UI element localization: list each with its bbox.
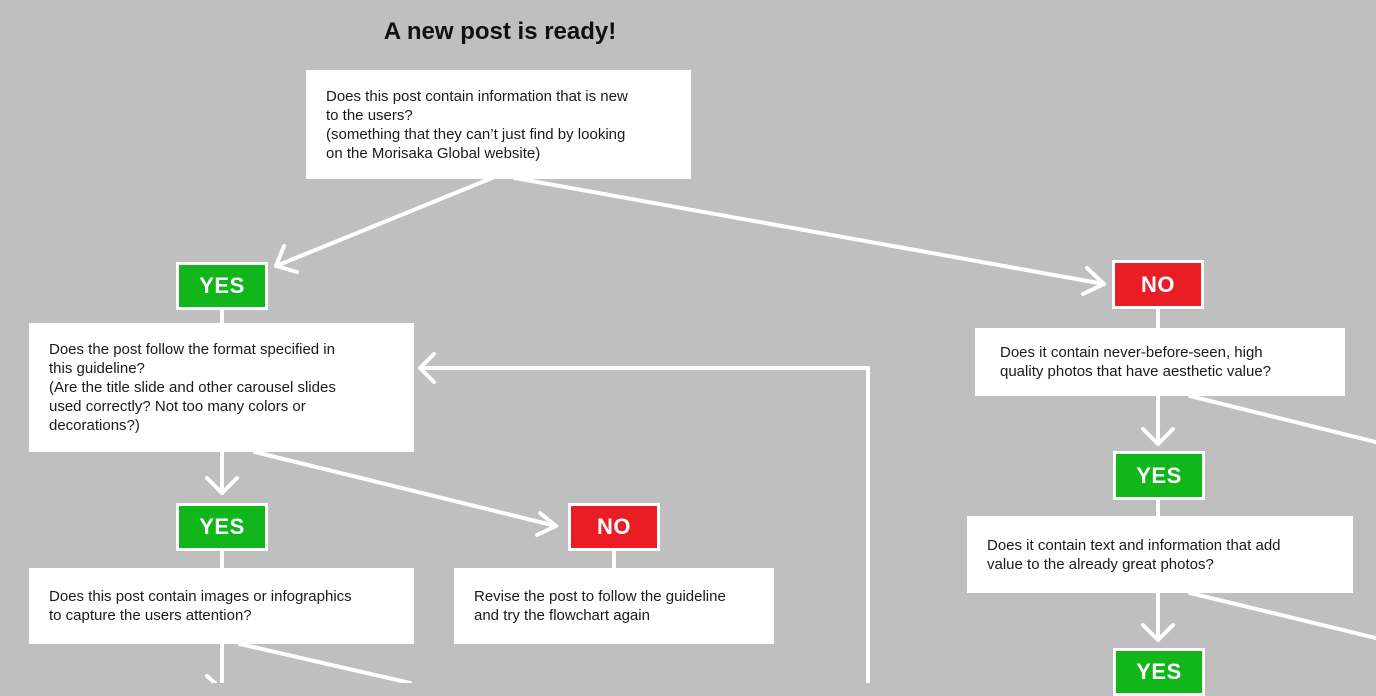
flowchart-title: A new post is ready! <box>383 18 617 45</box>
yes-tag-2: YES <box>176 503 268 551</box>
arrowhead-images-partial <box>205 674 217 683</box>
yes-tag-1: YES <box>176 262 268 310</box>
arrow-text-right <box>1188 591 1376 640</box>
question-images: Does this post contain images or infogra… <box>29 568 414 644</box>
question-images-text: Does this post contain images or infogra… <box>49 588 352 624</box>
arrow-format-to-no <box>253 450 558 528</box>
yes-tag-3: YES <box>1113 451 1205 500</box>
revise-instruction: Revise the post to follow the guideline … <box>454 568 774 644</box>
arrowhead-yes-4 <box>1141 623 1175 642</box>
arrow-images-right <box>238 642 412 683</box>
arrow-photos-right <box>1188 394 1376 444</box>
question-photos-text: Does it contain never-before-seen, high … <box>1000 344 1272 380</box>
arrowhead-yes-1 <box>274 244 299 274</box>
revise-instruction-text: Revise the post to follow the guideline … <box>474 588 726 624</box>
question-new-info: Does this post contain information that … <box>306 70 691 179</box>
arrowhead-yes-3 <box>1141 427 1175 446</box>
no-tag-2: NO <box>568 503 660 551</box>
arrow-new-info-to-yes <box>274 176 494 268</box>
question-photos: Does it contain never-before-seen, high … <box>975 328 1345 396</box>
arrowhead-loop <box>418 352 436 384</box>
no-tag-1: NO <box>1112 260 1204 309</box>
question-text-value-text: Does it contain text and information tha… <box>987 536 1281 573</box>
question-format-text: Does the post follow the format specifie… <box>49 341 336 434</box>
yes-tag-4: YES <box>1113 648 1205 696</box>
arrow-loop-back <box>418 366 870 683</box>
arrow-new-info-to-no <box>513 176 1106 286</box>
question-new-info-text: Does this post contain information that … <box>326 87 628 162</box>
question-text-value: Does it contain text and information tha… <box>967 516 1353 593</box>
question-format: Does the post follow the format specifie… <box>29 323 414 452</box>
arrowhead-no-1 <box>1081 266 1106 296</box>
arrowhead-no-2 <box>535 511 558 537</box>
arrowhead-yes-2 <box>205 476 239 495</box>
